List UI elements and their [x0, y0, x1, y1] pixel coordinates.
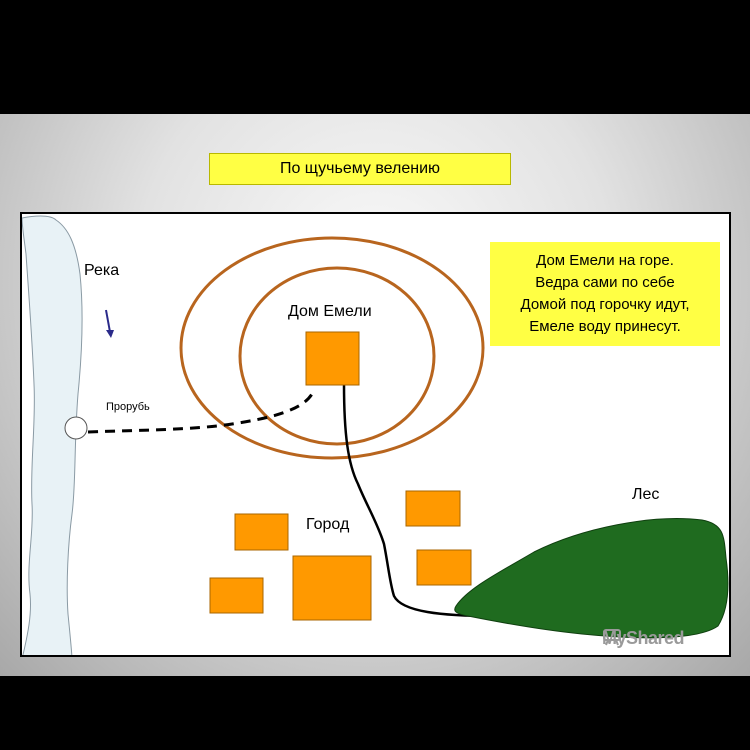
water-path-dashed: [87, 393, 314, 434]
town-label: Город: [306, 516, 350, 533]
river-label: Река: [84, 262, 120, 279]
inner-hill-ring: [238, 266, 436, 446]
road-to-forest: [342, 383, 495, 618]
map-drawing: [22, 215, 729, 655]
emelya-house-label: Дом Емели: [288, 303, 372, 320]
ice-hole-circle: [64, 416, 88, 440]
river-flow-arrowhead: [106, 330, 114, 338]
forest-shape: [454, 518, 729, 639]
rhyme-line-4: Емеле воду принесут.: [529, 318, 681, 335]
rhyme-note: Дом Емели на горе. Ведра сами по себе До…: [490, 242, 720, 346]
rhyme-line-2: Ведра сами по себе: [535, 274, 675, 291]
town-house-4: [405, 490, 461, 527]
map-panel: Река Прорубь Дом Емели Город Лес Дом Еме…: [20, 212, 731, 657]
emelya-house: [305, 331, 360, 386]
river-flow-arrow: [105, 309, 111, 333]
watermark-text: MyShared: [602, 628, 685, 648]
watermark: MyShared: [602, 628, 685, 649]
town-house-2: [209, 577, 264, 614]
forest-label: Лес: [632, 486, 660, 503]
town-house-1: [234, 513, 289, 551]
town-house-5: [416, 549, 472, 586]
ice-hole-label: Прорубь: [106, 401, 150, 413]
river-shape: [22, 215, 83, 655]
town-house-3: [292, 555, 372, 621]
slide-title: По щучьему велению: [209, 153, 511, 185]
watermark-logo-icon: [603, 629, 621, 646]
rhyme-line-1: Дом Емели на горе.: [536, 252, 674, 269]
outer-hill-ring: [179, 236, 485, 460]
rhyme-line-3: Домой под горочку идут,: [520, 296, 690, 313]
